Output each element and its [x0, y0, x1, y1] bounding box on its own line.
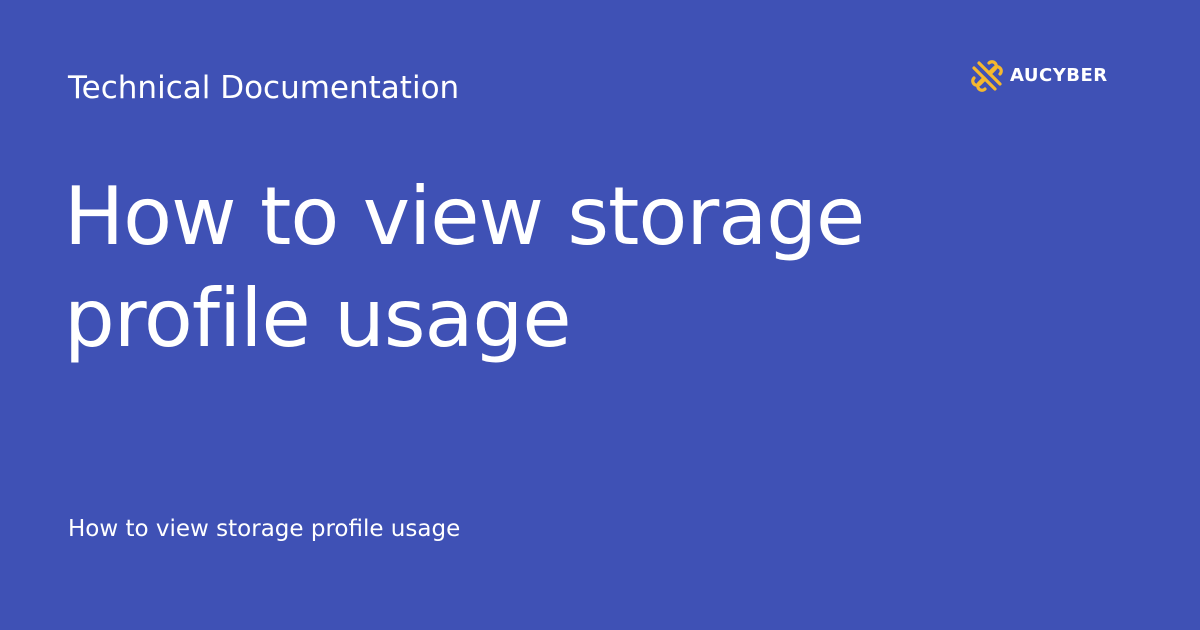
- brand-logo[interactable]: AUCYBER: [970, 58, 1108, 94]
- footer-caption: How to view storage profile usage: [68, 516, 461, 542]
- page-title: How to view storage profile usage: [64, 170, 865, 365]
- brand-name: AUCYBER: [1010, 65, 1108, 86]
- aucyber-knot-icon: [971, 60, 1003, 92]
- section-label: Technical Documentation: [68, 70, 460, 106]
